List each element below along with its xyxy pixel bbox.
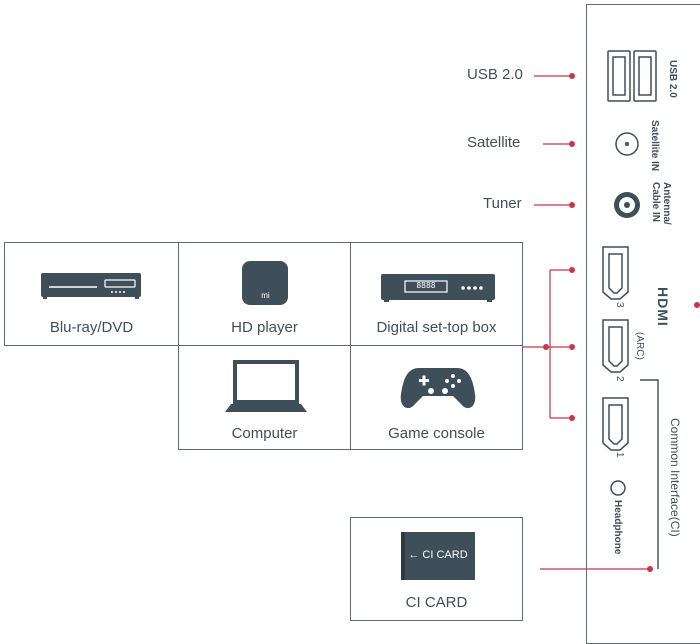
panel-antenna-label: Antenna/ Cable IN	[650, 182, 672, 225]
laptop-icon	[225, 360, 307, 412]
device-cell-computer: Computer	[178, 345, 351, 450]
bluray-label: Blu-ray/DVD	[49, 319, 134, 336]
ci-card-label: CI CARD	[405, 594, 468, 611]
antenna-line2: Cable IN	[650, 182, 661, 223]
panel-usb-label: USB 2.0	[667, 60, 678, 98]
usb-dot	[569, 73, 575, 79]
headphone-label: Headphone	[612, 500, 623, 555]
gamepad-icon	[400, 368, 476, 409]
ci-card-icon	[401, 532, 475, 580]
devices-dot	[543, 344, 549, 350]
hdmi-arc-label: (ARC)	[634, 332, 645, 360]
hdmi2-port-icon	[602, 319, 629, 373]
hdmi2-dot	[569, 344, 575, 350]
device-cell-bluray: Blu-ray/DVD	[4, 242, 179, 346]
ci-card-slot-text: ← CI CARD	[408, 549, 468, 561]
hdplayer-label: HD player	[231, 319, 298, 336]
settop-label: Digital set-top box	[376, 319, 497, 336]
hdmi1-port-icon	[602, 397, 629, 451]
hdmi1-number: 1	[614, 452, 625, 458]
console-label: Game console	[388, 425, 485, 442]
satellite-dot	[569, 141, 575, 147]
hdmi2-number: 2	[614, 376, 625, 382]
hdmi1-dot	[569, 415, 575, 421]
antenna-line1: Antenna/	[661, 182, 672, 225]
satellite-port-icon	[615, 132, 639, 156]
headphone-jack-icon	[610, 480, 626, 496]
hdmi3-port-icon	[602, 246, 629, 300]
hdmi3-number: 3	[614, 302, 625, 308]
common-interface-label: Common Interface(CI)	[668, 418, 682, 537]
bluray-player-icon	[41, 273, 141, 299]
antenna-port-icon	[614, 192, 640, 218]
ci-dot	[647, 566, 653, 572]
usb-port-icon	[607, 50, 657, 102]
satellite-label: Satellite	[467, 134, 521, 151]
computer-label: Computer	[231, 425, 298, 442]
device-cell-hdplayer: mi HD player	[178, 242, 351, 346]
tuner-dot	[569, 202, 575, 208]
ci-card-box: ← CI CARD CI CARD	[350, 517, 523, 621]
ci-bracket	[640, 379, 659, 569]
hdmi-right-dot	[694, 302, 700, 308]
hd-player-icon	[242, 261, 288, 305]
hdmi3-dot	[569, 267, 575, 273]
device-cell-console: Game console	[350, 345, 523, 450]
hdplayer-logo-text: mi	[261, 291, 270, 300]
settop-display-text: 8888	[416, 281, 436, 290]
tuner-label: Tuner	[483, 195, 522, 212]
usb-label: USB 2.0	[467, 66, 523, 83]
panel-satellite-in-label: Satellite IN	[649, 120, 660, 172]
device-cell-settop: 8888 Digital set-top box	[350, 242, 523, 346]
hdmi-logo: HDMI	[655, 287, 671, 327]
settop-box-icon	[381, 274, 495, 302]
